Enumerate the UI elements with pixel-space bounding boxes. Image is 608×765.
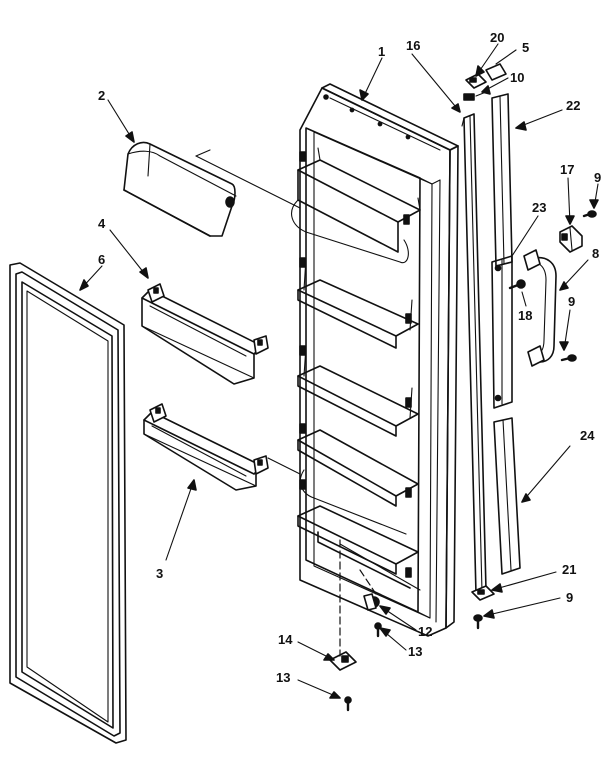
bottom-hinge-bracket [329, 651, 357, 671]
bottom-trim-bracket [471, 585, 495, 601]
callout-2: 2 [98, 88, 105, 103]
callout-9c: 9 [566, 590, 573, 605]
lower-handle-trim [493, 417, 521, 575]
screw-upper [582, 210, 597, 218]
callout-23: 23 [532, 200, 546, 215]
callout-21: 21 [562, 562, 576, 577]
callout-17: 17 [560, 162, 574, 177]
hinge-bushing [463, 91, 487, 101]
lower-door-bin [143, 403, 301, 491]
screw-middle [560, 354, 577, 362]
bottom-hinge-bushing [363, 593, 380, 611]
top-hinge-bracket [465, 73, 487, 89]
hinge-cover [485, 63, 507, 81]
callout-16: 16 [406, 38, 420, 53]
upper-door-bin [123, 141, 301, 237]
callout-9a: 9 [594, 170, 601, 185]
callout-labels: 1 2 3 4 5 6 8 9 9 9 10 12 13 13 14 16 17… [98, 30, 601, 685]
callout-4: 4 [98, 216, 106, 231]
screw-lower [473, 614, 483, 630]
callout-20: 20 [490, 30, 504, 45]
upper-handle-trim [491, 93, 513, 267]
door-gasket [9, 262, 127, 744]
callout-13b: 13 [276, 670, 290, 685]
middle-door-bin [141, 283, 269, 385]
callout-1: 1 [378, 44, 385, 59]
handle-cap [559, 225, 583, 253]
handle-trim-strip [461, 113, 487, 595]
bottom-hinge-screw [374, 622, 382, 638]
handle-screw [508, 279, 526, 290]
handle-base [491, 255, 513, 409]
callout-5: 5 [522, 40, 529, 55]
leader-lines [79, 43, 599, 699]
callout-10: 10 [510, 70, 524, 85]
callout-22: 22 [566, 98, 580, 113]
callout-13a: 13 [408, 644, 422, 659]
callout-18: 18 [518, 308, 532, 323]
callout-24: 24 [580, 428, 595, 443]
callout-9b: 9 [568, 294, 575, 309]
callout-3: 3 [156, 566, 163, 581]
callout-6: 6 [98, 252, 105, 267]
callout-12: 12 [418, 624, 432, 639]
door-handle [523, 249, 557, 367]
callout-14: 14 [278, 632, 293, 647]
bottom-hinge-pin-screw [344, 696, 352, 712]
callout-8: 8 [592, 246, 599, 261]
door-panel [291, 83, 459, 637]
